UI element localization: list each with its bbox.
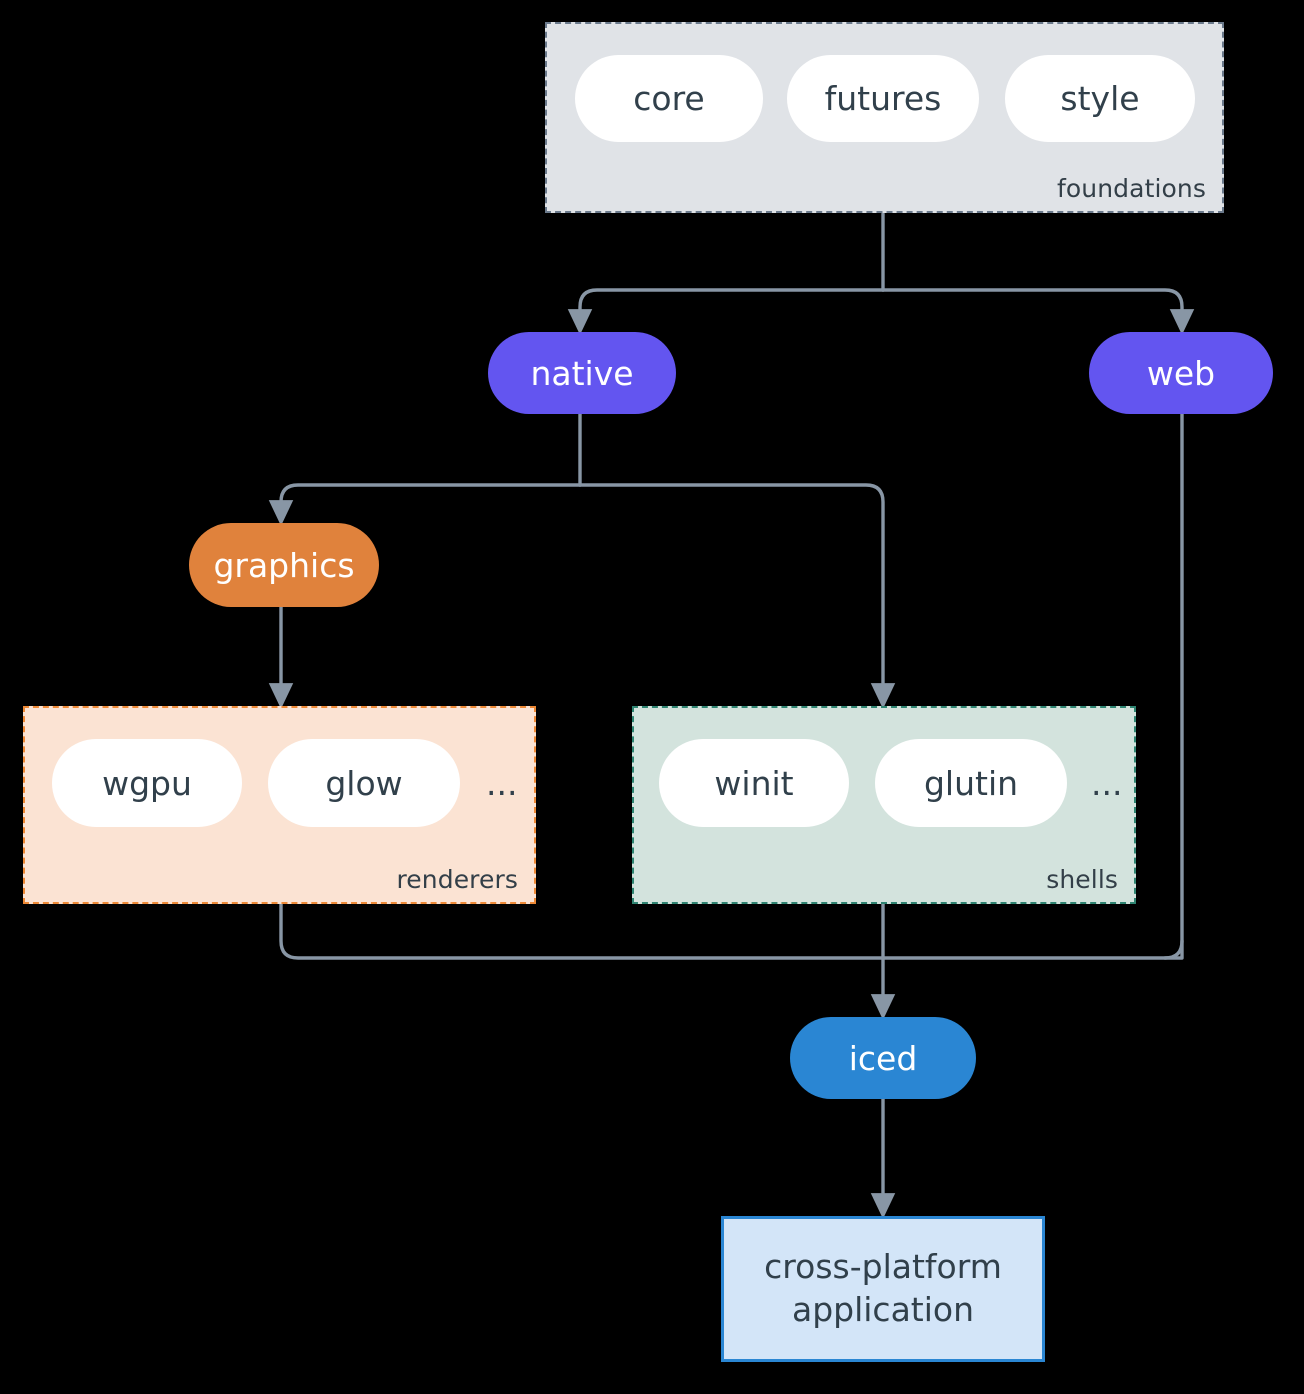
group-label-foundations: foundations: [1057, 174, 1206, 203]
edge-foundations-to-web: [881, 288, 1195, 335]
node-native[interactable]: native: [488, 332, 676, 414]
pill-glow[interactable]: glow: [268, 739, 460, 827]
shells-more-ellipsis: ...: [1091, 764, 1123, 803]
pill-style[interactable]: style: [1005, 55, 1195, 142]
application-label-line1: cross-platform: [764, 1247, 1002, 1287]
pill-wgpu[interactable]: wgpu: [52, 739, 242, 827]
edge-renderers-to-merge: [279, 902, 885, 960]
edge-web-to-merge: [881, 939, 1184, 960]
edge-native-to-graphics: [268, 483, 582, 526]
renderers-more-ellipsis: ...: [486, 764, 518, 803]
edge-web-down: [1163, 412, 1184, 960]
group-label-renderers: renderers: [396, 865, 518, 894]
application-label-line2: application: [791, 1290, 975, 1329]
node-web[interactable]: web: [1089, 332, 1273, 414]
node-iced[interactable]: iced: [790, 1017, 976, 1099]
pill-futures[interactable]: futures: [787, 55, 979, 142]
group-label-shells: shells: [1046, 865, 1118, 894]
edge-foundations-to-native: [567, 288, 885, 335]
pill-winit[interactable]: winit: [659, 739, 849, 827]
node-cross-platform-application[interactable]: cross-platform application: [721, 1216, 1045, 1362]
pill-glutin[interactable]: glutin: [875, 739, 1067, 827]
group-renderers: wgpu glow ... renderers: [23, 706, 536, 904]
group-shells: winit glutin ... shells: [632, 706, 1136, 904]
group-foundations: core futures style foundations: [545, 22, 1224, 213]
edge-native-to-shells: [578, 483, 896, 709]
pill-core[interactable]: core: [575, 55, 763, 142]
node-graphics[interactable]: graphics: [189, 523, 379, 607]
